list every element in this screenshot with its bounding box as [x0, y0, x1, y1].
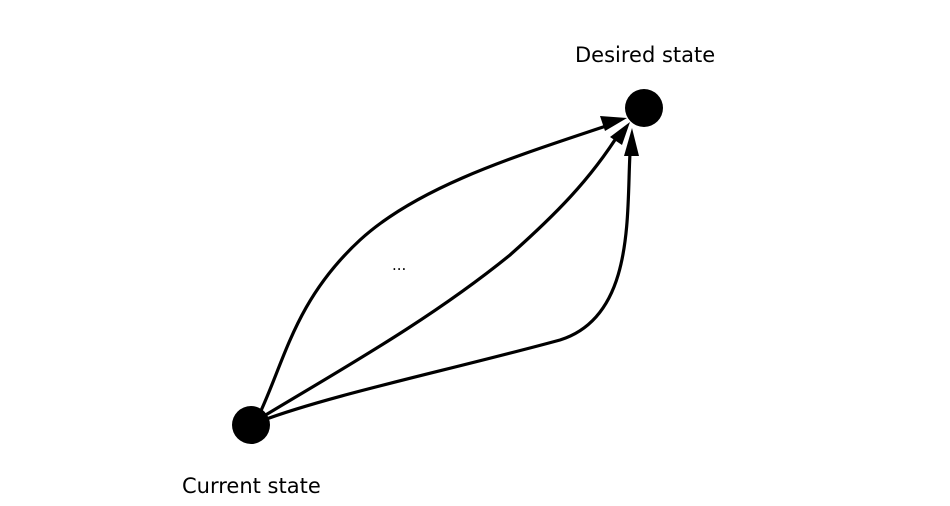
more-paths-ellipsis: ...: [392, 256, 406, 274]
arrowhead-lower: [624, 128, 639, 156]
path-middle-edge: [257, 130, 622, 421]
path-lower-edge: [259, 136, 633, 423]
current-state-label: Current state: [182, 474, 321, 498]
desired-state-node: [625, 89, 663, 127]
current-state-node: [232, 406, 270, 444]
arrowhead-middle: [610, 122, 630, 145]
arrowhead-upper: [600, 116, 627, 131]
desired-state-label: Desired state: [575, 43, 715, 67]
path-upper-edge: [257, 122, 614, 417]
